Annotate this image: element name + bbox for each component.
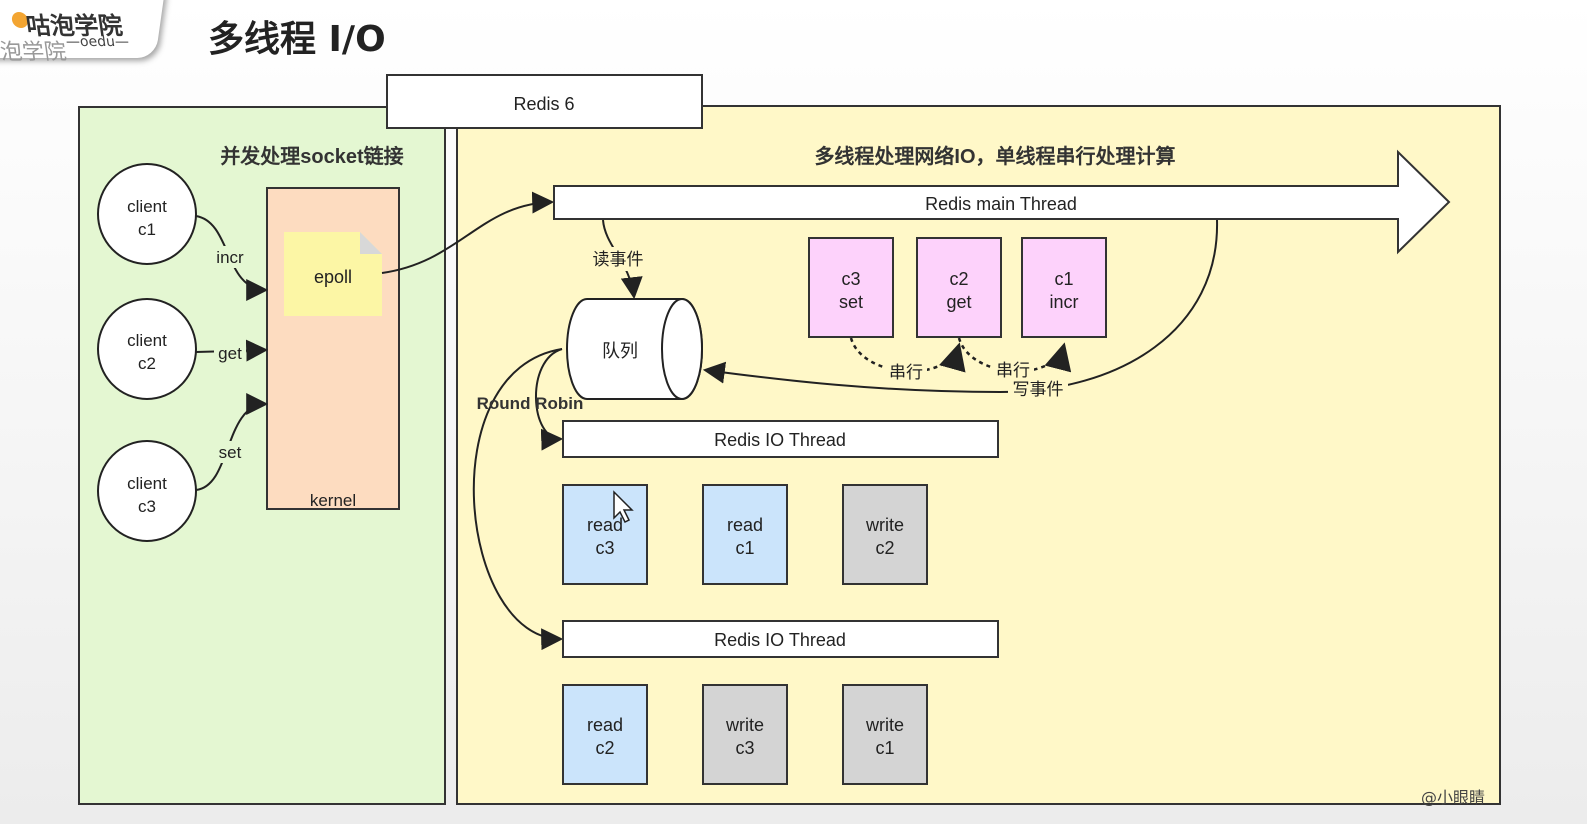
io1-task-read-c1: read c1 [702,484,788,585]
io1-task-read-c3: read c3 [562,484,648,585]
io2-task-write-c1: write c1 [842,684,928,785]
main-cmd-c3-set: c3 set [808,237,894,338]
epoll-note-fold [360,232,382,254]
main-thread-arrow [553,149,1451,255]
main-cmd-c2-get: c2 get [916,237,1002,338]
client-c1-line1: client [127,197,167,216]
write-event-label: 写事件 [1013,380,1064,399]
epoll-note [284,232,382,316]
client-c1-line2: c1 [138,220,156,239]
io2-task2-line1: write [725,715,764,735]
client-c2: client c2 [97,298,197,400]
io-thread-2-label: Redis IO Thread [714,630,846,650]
cmd-incr: incr [216,248,244,267]
round-robin-label: Round Robin [477,394,584,413]
cmd-get-bg [214,342,246,364]
client-c2-line1: client [127,331,167,350]
main-cmd-c2-line2: get [946,292,971,312]
client-c3-line1: client [127,474,167,493]
main-cmd-c1-incr: c1 incr [1021,237,1107,338]
arrow-epoll-to-main [381,191,555,274]
serial-label-2: 串行 [996,361,1030,380]
io2-task1-line2: c2 [595,738,614,758]
cmd-get: get [218,344,242,363]
io-thread-1-label: Redis IO Thread [714,430,846,450]
io1-task2-line2: c1 [735,538,754,558]
cmd-incr-bg [212,246,248,268]
main-cmd-c1-line1: c1 [1054,269,1073,289]
slide-title: 多线程 I/O [208,19,386,60]
io2-task-read-c2: read c2 [562,684,648,785]
read-event-bg [588,247,648,271]
cmd-set: set [219,443,242,462]
right-panel-title: 多线程处理网络IO，单线程串行处理计算 [814,144,1175,168]
read-event-label: 读事件 [593,250,644,269]
io1-task2-line1: read [727,515,763,535]
io1-task-write-c2: write c2 [842,484,928,585]
client-c3-line2: c3 [138,497,156,516]
io2-task1-line1: read [587,715,623,735]
client-c1: client c1 [97,163,197,265]
main-cmd-c1-line2: incr [1049,292,1078,312]
io2-task2-line2: c3 [735,738,754,758]
io2-task3-line1: write [865,715,904,735]
queue-label: 队列 [602,341,638,361]
main-cmd-c2-line1: c2 [949,269,968,289]
redis-version-box [386,74,703,129]
watermark: @小眼睛 [1420,788,1485,807]
write-event-bg [1008,378,1068,400]
epoll-label: epoll [314,267,352,287]
mouse-cursor-icon [613,490,634,524]
serial-1-bg [885,362,927,382]
io1-task1-line2: c3 [595,538,614,558]
cmd-set-bg [214,441,246,463]
io2-task-write-c3: write c3 [702,684,788,785]
main-cmd-c3-line1: c3 [841,269,860,289]
client-c2-line2: c2 [138,354,156,373]
io-thread-2-bar [562,620,999,658]
main-thread-label: Redis main Thread [925,194,1077,214]
io1-task3-line1: write [865,515,904,535]
left-panel-title: 并发处理socket链接 [220,144,403,168]
arrow-write-event [702,219,1219,394]
io2-task3-line2: c1 [875,738,894,758]
arrow-queue-to-io2 [472,348,564,651]
serial-label-1: 串行 [889,363,923,382]
redis-version-label: Redis 6 [513,94,574,114]
main-cmd-c3-line2: set [839,292,863,312]
io-thread-1-bar [562,420,999,458]
client-c3: client c3 [97,440,197,542]
kernel-label: kernel [310,491,356,510]
arrow-queue-to-io1 [535,348,564,451]
queue-cylinder [566,298,703,400]
serial-2-bg [992,360,1034,380]
io1-task1-line1: read [587,515,623,535]
io1-task3-line2: c2 [875,538,894,558]
